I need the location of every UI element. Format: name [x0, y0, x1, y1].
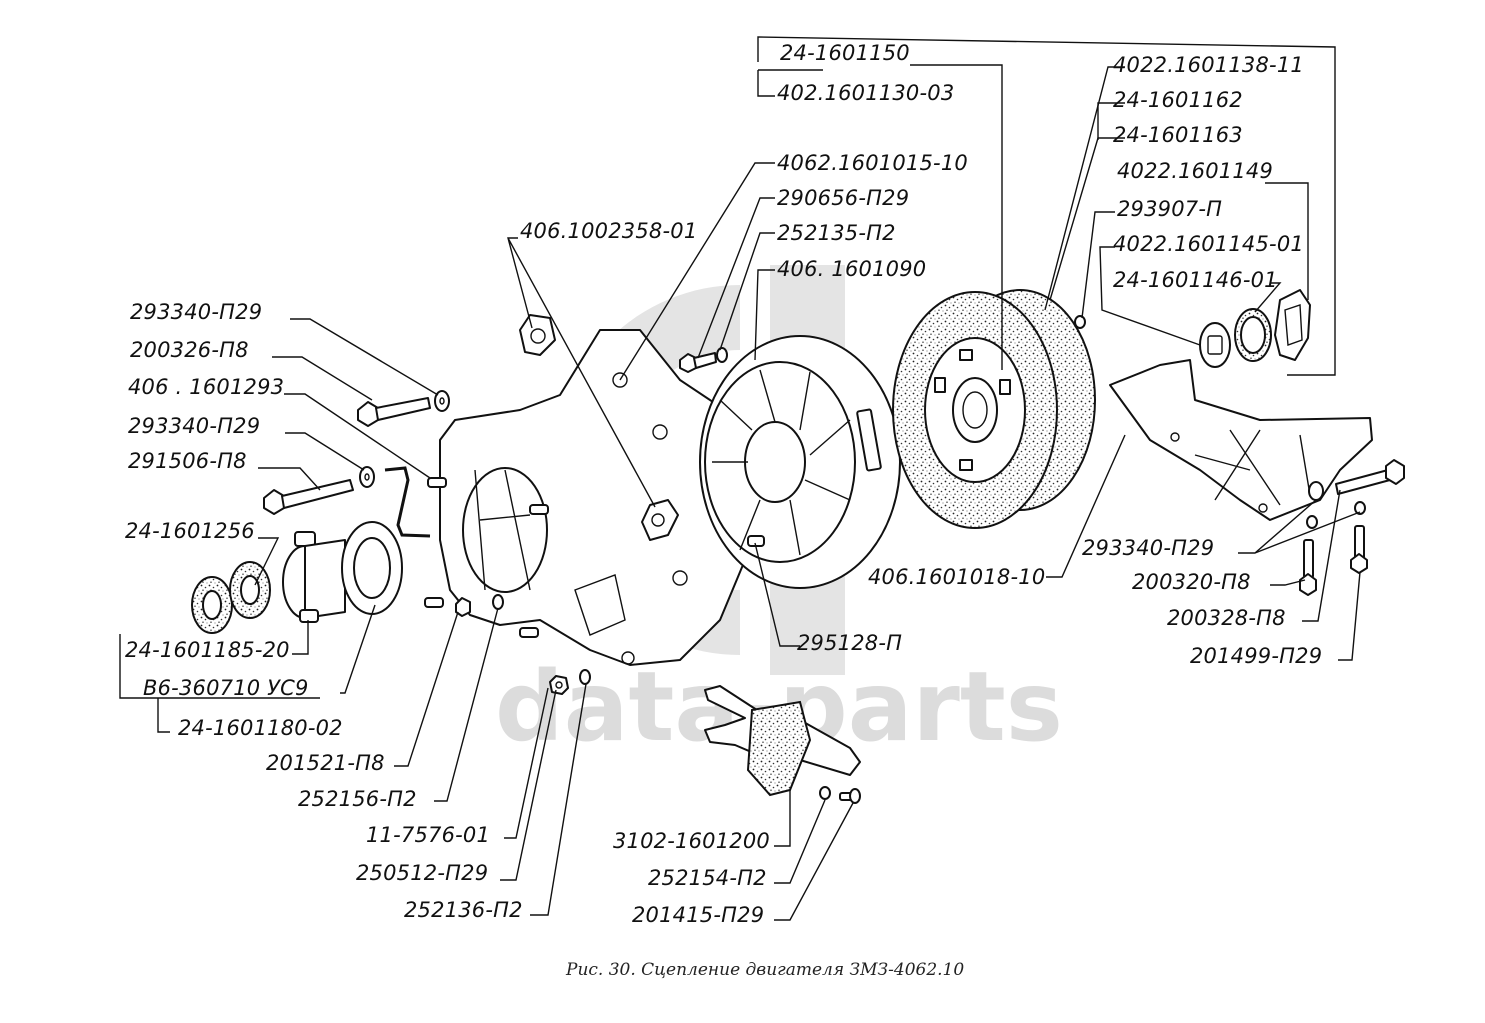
label-bolt-201499: 201499-П29 — [1190, 644, 1322, 668]
label-bolt-201415: 201415-П29 — [632, 903, 764, 927]
label-cover-plate: 4022.1601149 — [1117, 159, 1273, 183]
driven-disk-part — [892, 289, 1096, 529]
washer-fork — [819, 786, 831, 800]
label-washer-290656: 290656-П29 — [777, 186, 909, 210]
label-pressure-plate: 406. 1601090 — [777, 257, 926, 281]
plug-part — [1074, 315, 1086, 329]
release-sleeve-part — [282, 531, 346, 623]
label-pin-295128: 295128-П — [797, 631, 902, 655]
bolt-200320-part — [1299, 539, 1317, 596]
label-bolt-200320: 200320-П8 — [1132, 570, 1251, 594]
washer-right-small — [1306, 515, 1318, 529]
label-bearing-sleeve: 24-1601256 — [125, 519, 255, 543]
label-clutch-assembly: 402.1601130-03 — [777, 81, 954, 105]
bearing-sleeve-part — [191, 561, 271, 634]
label-nut-250512: 250512-П29 — [356, 861, 488, 885]
flywheel-housing-part — [1109, 359, 1373, 521]
label-washer-left-1: 293340-П29 — [130, 300, 262, 324]
label-clutch-housing-top: 24-1601150 — [780, 41, 910, 65]
label-seal-ring: 24-1601146-01 — [1113, 268, 1278, 292]
label-spring-clip: 406 . 1601293 — [128, 375, 284, 399]
label-flywheel-housing: 406.1601018-10 — [868, 565, 1045, 589]
label-bolt-291506: 291506-П8 — [128, 449, 247, 473]
label-seal-washer: 4022.1601145-01 — [1113, 232, 1304, 256]
bolt-left-upper — [357, 397, 431, 427]
washer-right-part — [1308, 481, 1324, 501]
bolt-right-horizontal — [1335, 459, 1405, 495]
washer-left-upper — [434, 390, 450, 412]
bolt-fork — [839, 788, 861, 804]
label-washer-252136: 252136-П2 — [404, 898, 523, 922]
release-fork-part — [704, 685, 861, 797]
clutch-housing-part — [424, 314, 761, 666]
label-bolt-200326: 200326-П8 — [130, 338, 249, 362]
washer-below-housing — [579, 669, 591, 685]
part-labels: 24-1601150 402.1601130-03 4022.1601138-1… — [125, 41, 1322, 927]
label-washer-right: 293340-П29 — [1082, 536, 1214, 560]
spring-clip-wire — [384, 466, 431, 538]
pressure-plate-part — [699, 335, 901, 589]
label-nut-252156: 252156-П2 — [298, 787, 417, 811]
label-bolt-252135: 252135-П2 — [777, 221, 896, 245]
label-stud-201521: 201521-П8 — [266, 751, 385, 775]
label-dowel-pin: 406.1002358-01 — [520, 219, 697, 243]
label-plug-11-7576: 11-7576-01 — [366, 823, 490, 847]
label-plug: 293907-П — [1117, 197, 1222, 221]
washer-left-lower — [359, 466, 375, 488]
label-pressure-plate-cover: 4062.1601015-10 — [777, 151, 968, 175]
leader-lines — [119, 36, 1361, 921]
seal-washer-part — [1199, 322, 1231, 368]
release-bearing-part — [341, 521, 403, 615]
bolt-pressure-plate — [679, 347, 728, 373]
label-spring-2: 24-1601163 — [1113, 123, 1243, 147]
cover-plate-part — [1274, 289, 1311, 361]
label-fork: 3102-1601200 — [613, 829, 770, 853]
label-release-bearing: В6-360710 УС9 — [143, 676, 309, 700]
label-bolt-200328: 200328-П8 — [1167, 606, 1286, 630]
label-spring-1: 24-1601162 — [1113, 88, 1243, 112]
figure-caption: Рис. 30. Сцепление двигателя ЗМЗ-4062.10 — [565, 960, 964, 980]
label-washer-252154: 252154-П2 — [648, 866, 767, 890]
washer-right-small-2 — [1354, 501, 1366, 515]
seal-ring-part — [1234, 308, 1272, 362]
bolt-left-lower — [263, 479, 354, 515]
bolt-201499-part — [1350, 525, 1368, 574]
label-release-sleeve: 24-1601185-20 — [125, 638, 290, 662]
label-washer-left-2: 293340-П29 — [128, 414, 260, 438]
nut-below-housing — [549, 675, 569, 695]
label-release-assy: 24-1601180-02 — [178, 716, 343, 740]
label-driven-disk-assy: 4022.1601138-11 — [1113, 53, 1304, 77]
